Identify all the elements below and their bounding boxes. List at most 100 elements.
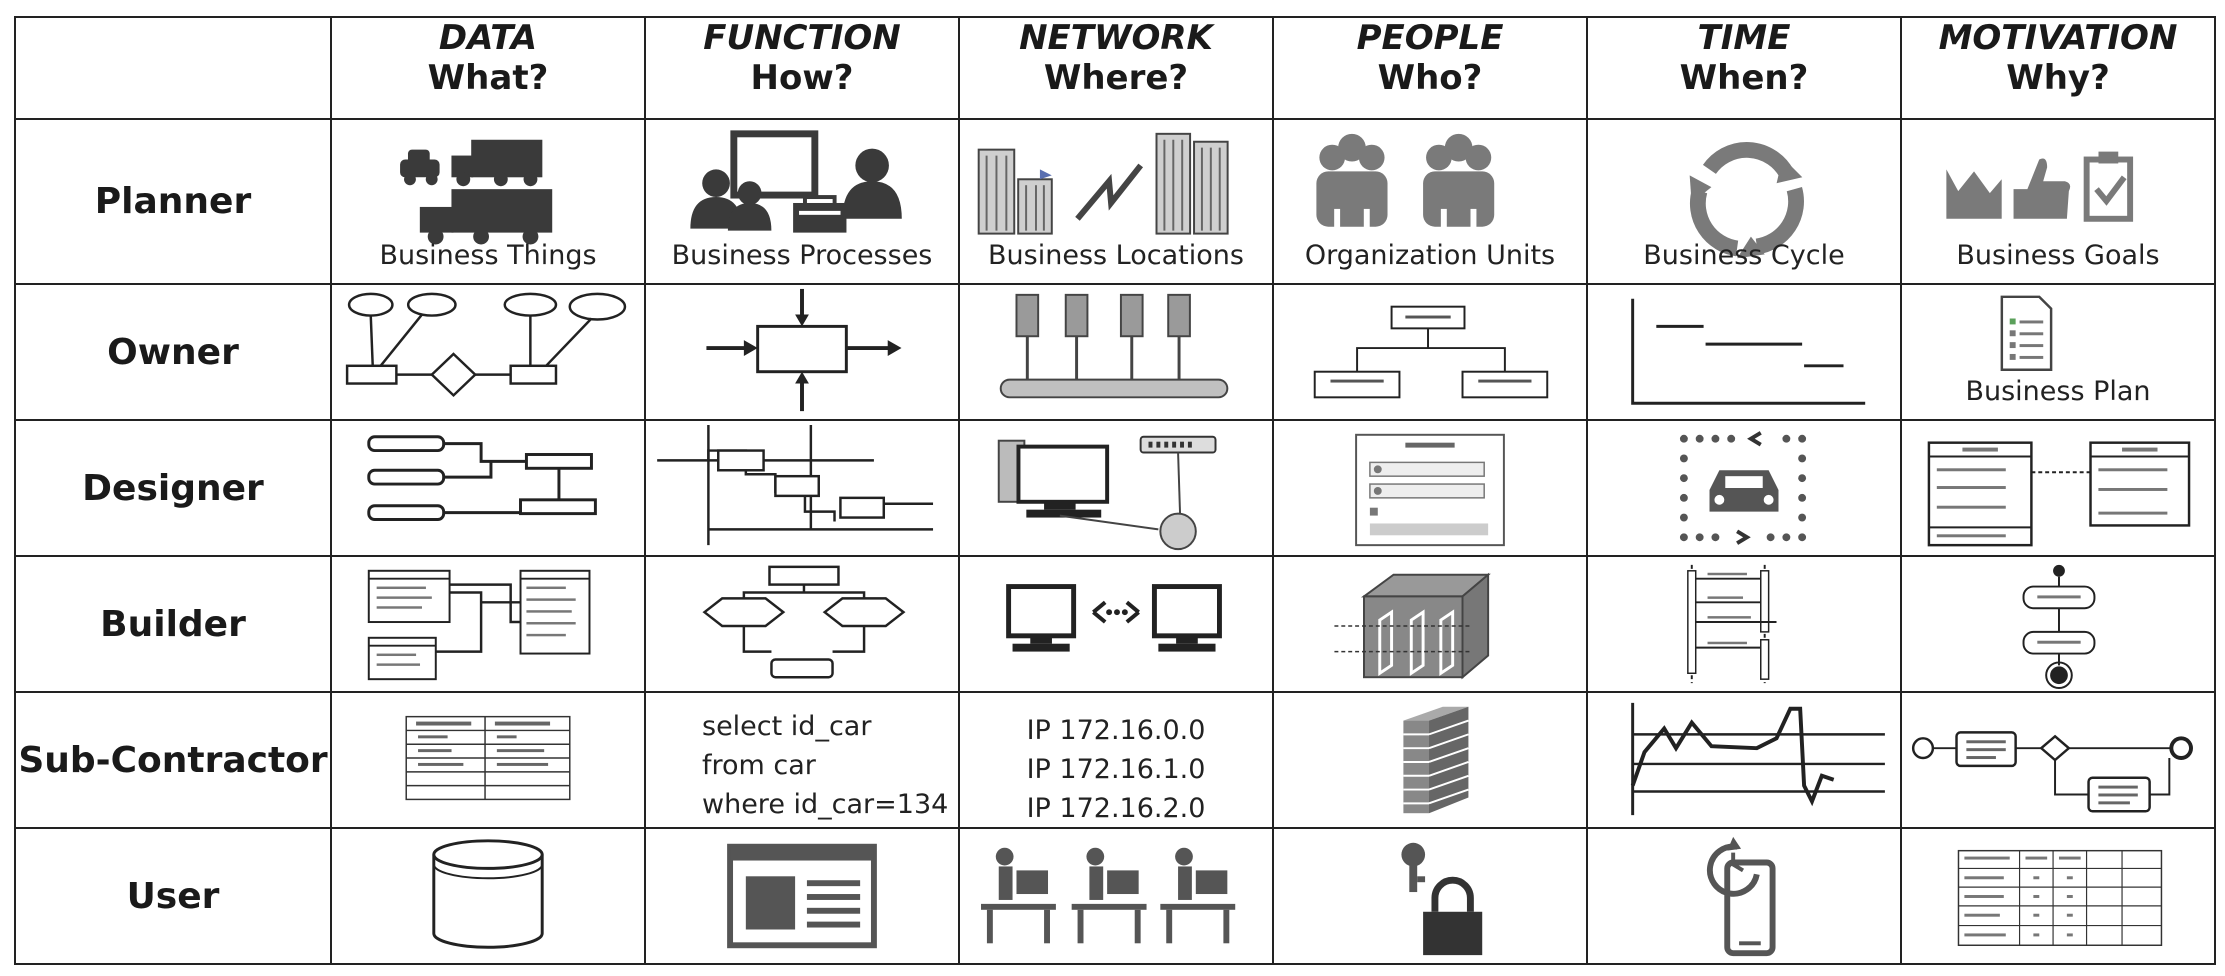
- cell-owner-motivation: Business Plan: [1900, 283, 2216, 421]
- tables-diagram-icon: [367, 435, 597, 522]
- col-title: DATA: [438, 18, 538, 58]
- cell-designer-motivation: [1900, 419, 2216, 557]
- cell-user-people: [1272, 827, 1588, 965]
- cell-builder-motivation: [1900, 555, 2216, 693]
- cell-builder-network: [958, 555, 1274, 693]
- row-label-designer: Designer: [14, 419, 332, 557]
- decision-flow-icon: [702, 565, 906, 679]
- cell-designer-network: [958, 419, 1274, 557]
- cell-planner-data: Business Things: [330, 118, 646, 285]
- row-designer: Designer: [14, 419, 2216, 557]
- col-question: When?: [1679, 58, 1809, 98]
- sql-line: select id_car: [702, 711, 872, 742]
- vehicles-icon: [400, 139, 553, 245]
- flowchart-icon: [657, 424, 934, 546]
- cell-user-network: [958, 827, 1274, 965]
- corner-cell: [14, 16, 332, 120]
- cell-planner-motivation: Business Goals: [1900, 118, 2216, 285]
- row-label-planner: Planner: [14, 118, 332, 285]
- org-chart-icon: [1313, 305, 1549, 399]
- connected-computers-icon: [1006, 584, 1222, 652]
- caption-business-processes: Business Processes: [671, 240, 933, 271]
- cell-planner-people: Organization Units: [1272, 118, 1588, 285]
- caption-business-things: Business Things: [379, 240, 597, 271]
- cell-owner-time: [1586, 283, 1902, 421]
- cell-sub-function: select id_car from car where id_car=134: [644, 691, 960, 829]
- control-panel-icon: [1355, 433, 1505, 547]
- cell-sub-time: [1586, 691, 1902, 829]
- cell-builder-people: [1272, 555, 1588, 693]
- ip-line: IP 172.16.1.0: [1026, 754, 1206, 785]
- cell-sub-network: IP 172.16.0.0 IP 172.16.1.0 IP 172.16.2.…: [958, 691, 1274, 829]
- grid-table-icon: [1957, 849, 2163, 947]
- er-diagram-icon: [345, 292, 627, 398]
- caption-organization-units: Organization Units: [1304, 240, 1556, 271]
- cell-planner-network: Business Locations: [958, 118, 1274, 285]
- firewall-icon: [1403, 706, 1469, 814]
- key-lock-icon: [1401, 842, 1483, 956]
- uml-classes-icon: [1927, 441, 2191, 547]
- bpmn-process-icon: [1911, 731, 2193, 813]
- cell-owner-people: [1272, 283, 1588, 421]
- caption-business-cycle: Business Cycle: [1643, 240, 1845, 271]
- cell-planner-function: Business Processes: [644, 118, 960, 285]
- col-title: NETWORK: [1019, 18, 1213, 58]
- goals-icons: [1946, 151, 2134, 222]
- caption-business-goals: Business Goals: [1956, 240, 2160, 271]
- caption-business-plan: Business Plan: [1965, 376, 2151, 407]
- col-question: Where?: [1043, 58, 1189, 98]
- cell-designer-data: [330, 419, 646, 557]
- col-title: TIME: [1697, 18, 1791, 58]
- cell-designer-people: [1272, 419, 1588, 557]
- computer-router-icon: [997, 435, 1217, 551]
- security-box-icon: [1334, 572, 1491, 680]
- row-label-owner: Owner: [14, 283, 332, 421]
- field-table-icon: [405, 715, 571, 801]
- cell-builder-data: [330, 555, 646, 693]
- window-icon: [727, 843, 877, 949]
- ip-list: IP 172.16.0.0 IP 172.16.1.0 IP 172.16.2.…: [960, 711, 1272, 828]
- caption-business-locations: Business Locations: [988, 240, 1244, 271]
- row-sub-contractor: Sub-Contractor select id_car from car wh…: [14, 691, 2216, 829]
- row-owner: Owner: [14, 283, 2216, 421]
- business-plan-icon: [2000, 295, 2053, 371]
- cell-owner-function: [644, 283, 960, 421]
- ip-line: IP 172.16.2.0: [1026, 793, 1206, 824]
- sql-line: from car: [702, 750, 816, 781]
- cell-designer-function: [644, 419, 960, 557]
- database-icon: [432, 839, 544, 949]
- row-planner: Planner Business Things: [14, 118, 2216, 285]
- row-user: User: [14, 827, 2216, 965]
- row-label-user: User: [14, 827, 332, 965]
- col-question: How?: [750, 58, 854, 98]
- col-title: PEOPLE: [1356, 18, 1504, 58]
- schema-icon: [367, 569, 591, 681]
- col-question: Who?: [1377, 58, 1483, 98]
- cell-builder-function: [644, 555, 960, 693]
- cell-user-function: [644, 827, 960, 965]
- ip-line: IP 172.16.0.0: [1026, 715, 1206, 746]
- cell-owner-data: [330, 283, 646, 421]
- cell-planner-time: Business Cycle: [1586, 118, 1902, 285]
- server-bus-icon: [999, 293, 1229, 399]
- row-builder: Builder: [14, 555, 2216, 693]
- col-title: FUNCTION: [703, 18, 901, 58]
- col-question: Why?: [2006, 58, 2110, 98]
- cell-designer-time: [1586, 419, 1902, 557]
- cell-user-time: [1586, 827, 1902, 965]
- cell-owner-network: [958, 283, 1274, 421]
- presentation-icon: [690, 130, 902, 233]
- car-route-icon: [1679, 431, 1807, 545]
- activity-diagram-icon: [2022, 564, 2096, 690]
- cell-sub-motivation: [1900, 691, 2216, 829]
- workstations-icon: [981, 847, 1236, 944]
- sql-line: where id_car=134: [702, 789, 949, 820]
- cell-user-data: [330, 827, 646, 965]
- buildings-icon: [977, 132, 1229, 235]
